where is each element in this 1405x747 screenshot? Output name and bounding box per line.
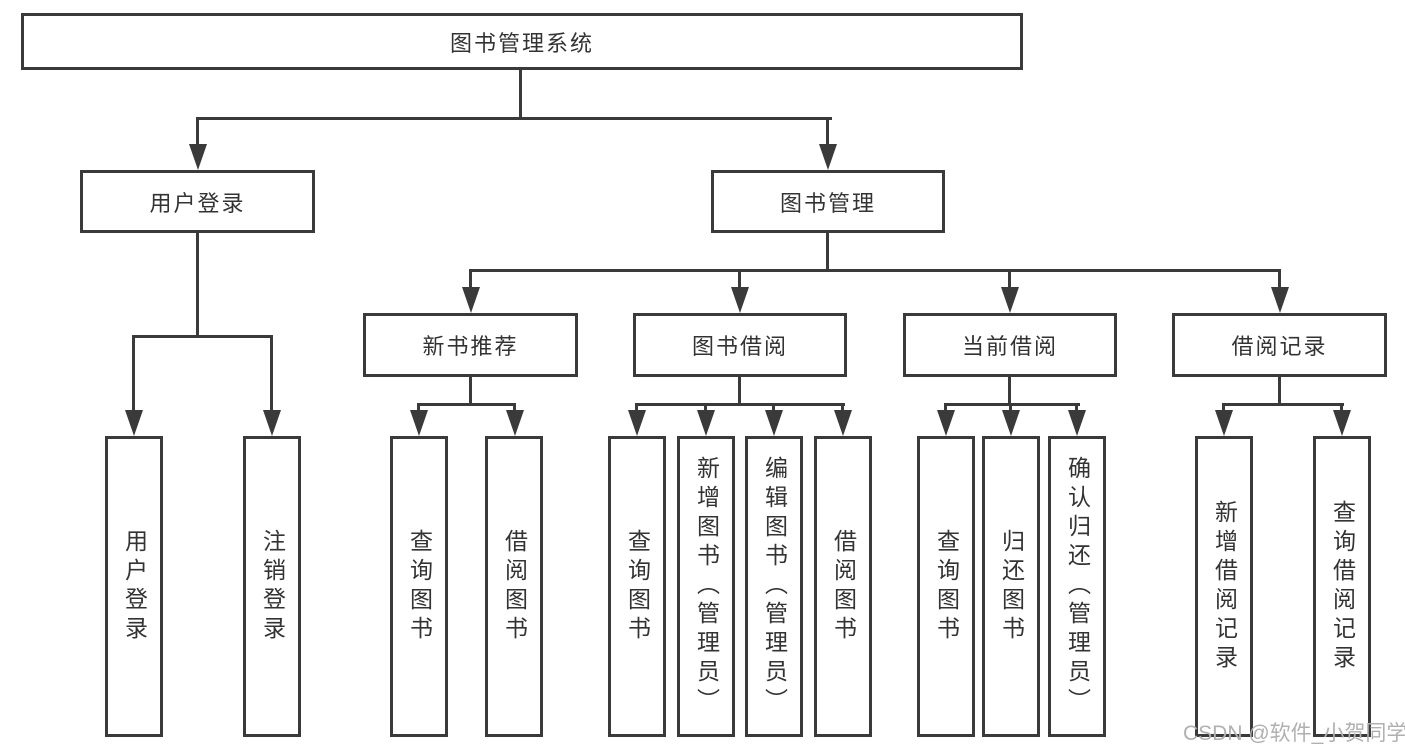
connector-vline: [944, 403, 947, 413]
leaf-label: 借阅图书: [830, 528, 857, 645]
watermark: CSDN @软件_小贺同学: [1183, 722, 1405, 745]
leaf-logout: 注销登录: [243, 436, 301, 737]
node-borrowing-records: 借阅记录: [1172, 313, 1387, 377]
connector-vline: [772, 403, 775, 413]
connector-arrowhead: [1215, 410, 1233, 436]
node-user-login: 用户登录: [80, 170, 315, 233]
connector-vline: [1008, 377, 1011, 406]
connector-arrowhead: [263, 410, 281, 436]
leaf-query-books-2: 查询图书: [608, 436, 666, 737]
leaf-query-borrow-record: 查询借阅记录: [1313, 436, 1371, 737]
connector-vline: [1278, 377, 1281, 406]
connector-vline: [1222, 403, 1225, 413]
connector-vline: [469, 269, 472, 290]
connector-vline: [417, 403, 420, 413]
leaf-query-books-3: 查询图书: [917, 436, 975, 737]
connector-hline: [469, 269, 1281, 272]
connector-arrowhead: [506, 410, 524, 436]
leaf-borrow-books-2: 借阅图书: [814, 436, 872, 737]
connector-vline: [841, 403, 844, 413]
leaf-return-books: 归还图书: [982, 436, 1040, 737]
leaf-add-books-admin: 新增图书（管理员）: [677, 436, 735, 737]
leaf-user-login: 用户登录: [105, 436, 163, 737]
leaf-label: 新增图书（管理员）: [693, 456, 720, 717]
connector-arrowhead: [628, 410, 646, 436]
connector-vline: [826, 233, 829, 272]
leaf-label: 借阅图书: [501, 528, 528, 645]
node-label: 图书管理: [779, 190, 876, 216]
connector-arrowhead: [1001, 287, 1019, 313]
node-label: 借阅记录: [1231, 334, 1328, 359]
leaf-query-books-1: 查询图书: [390, 436, 448, 737]
leaf-edit-books-admin: 编辑图书（管理员）: [745, 436, 803, 737]
connector-vline: [635, 403, 638, 413]
connector-hline: [417, 403, 516, 406]
leaf-confirm-return-admin: 确认归还（管理员）: [1048, 436, 1106, 737]
leaf-borrow-books-1: 借阅图书: [485, 436, 543, 737]
connector-arrowhead: [189, 144, 207, 170]
leaf-label: 用户登录: [121, 528, 148, 645]
node-book-borrowing: 图书借阅: [633, 313, 847, 377]
connector-vline: [519, 70, 522, 119]
connector-vline: [738, 377, 741, 406]
node-label: 图书管理系统: [449, 30, 594, 56]
leaf-label: 归还图书: [998, 528, 1025, 645]
connector-arrowhead: [765, 410, 783, 436]
leaf-label: 注销登录: [259, 528, 286, 645]
connector-vline: [1278, 269, 1281, 290]
connector-arrowhead: [731, 287, 749, 313]
connector-vline: [270, 335, 273, 413]
leaf-label: 查询图书: [406, 528, 433, 645]
connector-hline: [635, 403, 845, 406]
connector-vline: [1340, 403, 1343, 413]
node-label: 图书借阅: [691, 334, 788, 359]
connector-vline: [513, 403, 516, 413]
connector-hline: [1222, 403, 1344, 406]
connector-vline: [132, 335, 135, 413]
leaf-add-borrow-record: 新增借阅记录: [1195, 436, 1253, 737]
connector-vline: [1009, 403, 1012, 413]
connector-vline: [469, 377, 472, 406]
connector-arrowhead: [819, 144, 837, 170]
connector-vline: [738, 269, 741, 290]
connector-arrowhead: [1271, 287, 1289, 313]
node-new-book-recommendation: 新书推荐: [363, 313, 578, 377]
connector-arrowhead: [937, 410, 955, 436]
connector-arrowhead: [1002, 410, 1020, 436]
node-label: 用户登录: [149, 190, 246, 216]
leaf-label: 查询借阅记录: [1329, 499, 1356, 674]
connector-vline: [196, 233, 199, 338]
node-book-management: 图书管理: [711, 170, 945, 233]
connector-vline: [196, 117, 199, 147]
leaf-label: 查询图书: [624, 528, 651, 645]
node-label: 当前借阅: [961, 334, 1058, 359]
connector-vline: [1008, 269, 1011, 290]
connector-vline: [704, 403, 707, 413]
connector-hline: [196, 117, 832, 120]
connector-arrowhead: [697, 410, 715, 436]
connector-arrowhead: [125, 410, 143, 436]
connector-hline: [944, 403, 1080, 406]
leaf-label: 确认归还（管理员）: [1064, 456, 1091, 717]
connector-vline: [826, 117, 829, 147]
connector-arrowhead: [834, 410, 852, 436]
connector-arrowhead: [1068, 410, 1086, 436]
connector-arrowhead: [410, 410, 428, 436]
node-label: 新书推荐: [422, 334, 519, 359]
leaf-label: 查询图书: [933, 528, 960, 645]
connector-arrowhead: [462, 287, 480, 313]
connector-vline: [1075, 403, 1078, 413]
node-current-borrowing: 当前借阅: [903, 313, 1117, 377]
connector-hline: [132, 335, 273, 338]
leaf-label: 编辑图书（管理员）: [761, 456, 788, 717]
node-library-management-system: 图书管理系统: [21, 13, 1023, 70]
connector-arrowhead: [1333, 410, 1351, 436]
leaf-label: 新增借阅记录: [1211, 499, 1238, 674]
